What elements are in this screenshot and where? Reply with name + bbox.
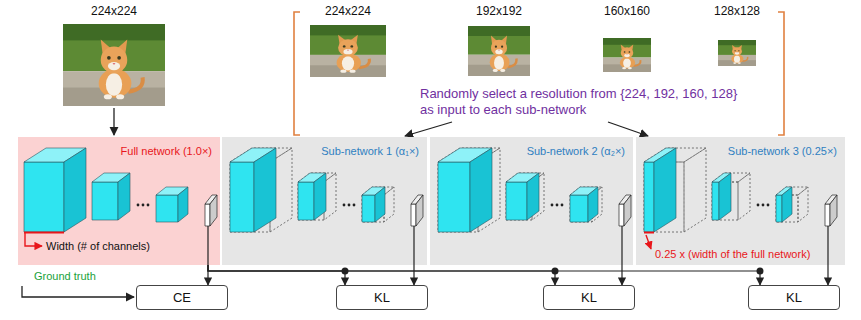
loss-box: KL bbox=[336, 285, 428, 310]
width-label: Width (# of channels) bbox=[46, 240, 150, 252]
bracket bbox=[294, 12, 784, 135]
loss-box: CE bbox=[136, 285, 228, 310]
connector bbox=[208, 265, 345, 285]
resolution-label: 224x224 bbox=[325, 4, 371, 18]
sub-network-panel: Sub-network 2 (α₂×) bbox=[430, 137, 633, 265]
sub-network-panel: Sub-network 3 (0.25×) bbox=[636, 137, 845, 265]
panel-title: Sub-network 1 (α₁×) bbox=[321, 145, 419, 157]
connector bbox=[208, 265, 760, 285]
sub-network-panel: Sub-network 1 (α₁×) bbox=[222, 137, 427, 265]
annotation-text: Randomly select a resolution from {224, … bbox=[420, 86, 742, 118]
ground-truth-label: Ground truth bbox=[34, 270, 96, 282]
panel-title: Full network (1.0×) bbox=[121, 145, 212, 157]
connector bbox=[621, 265, 622, 285]
loss-box: KL bbox=[748, 285, 840, 310]
connector bbox=[413, 265, 414, 285]
resolution-label: 192x192 bbox=[476, 4, 522, 18]
loss-label: CE bbox=[173, 290, 191, 305]
connector bbox=[827, 265, 828, 285]
loss-label: KL bbox=[786, 290, 802, 305]
panel-title: Sub-network 3 (0.25×) bbox=[728, 145, 837, 157]
connector bbox=[208, 265, 555, 285]
ratio-label: 0.25 x (width of the full network) bbox=[655, 248, 810, 260]
resolution-label: 128x128 bbox=[714, 4, 760, 18]
panel-title: Sub-network 2 (α₂×) bbox=[527, 145, 625, 157]
loss-box: KL bbox=[543, 285, 635, 310]
resolution-label: 224x224 bbox=[91, 4, 137, 18]
junction-dot bbox=[757, 268, 764, 275]
loss-label: KL bbox=[374, 290, 390, 305]
resolution-label: 160x160 bbox=[604, 4, 650, 18]
loss-label: KL bbox=[581, 290, 597, 305]
